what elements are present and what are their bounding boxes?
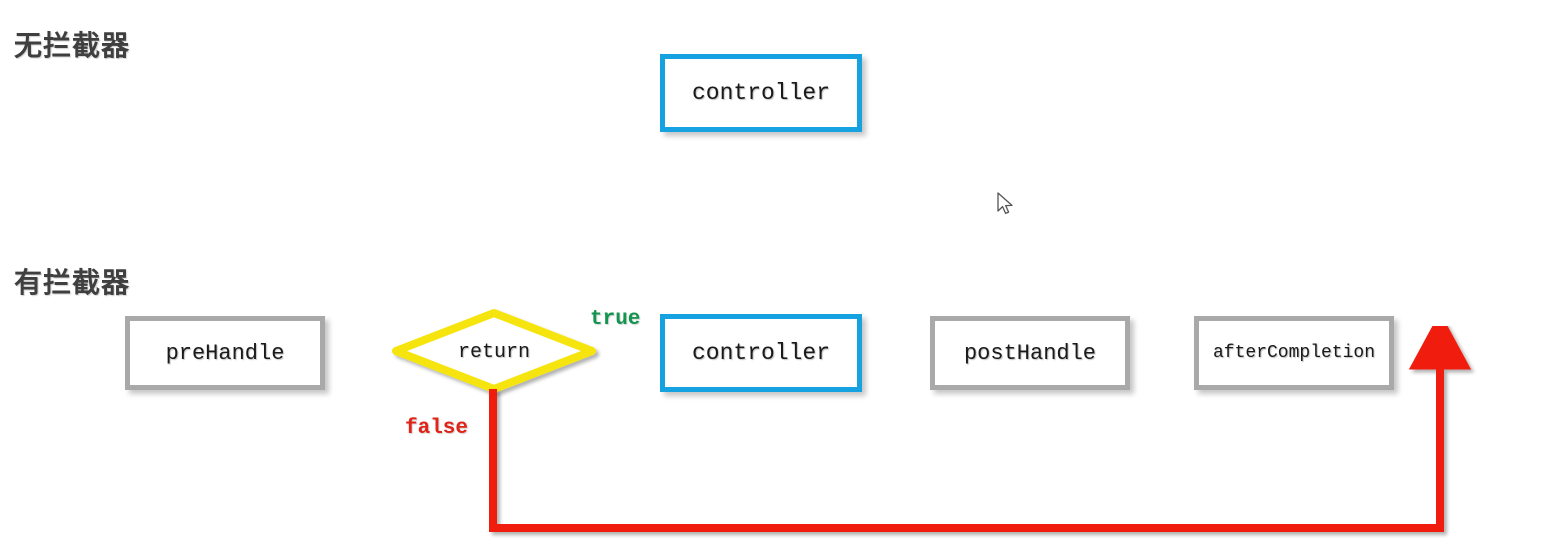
section-title-no-interceptor: 无拦截器 <box>14 30 131 61</box>
return-decision-label: return <box>457 341 530 364</box>
node-controller-bottom[interactable]: controller <box>660 314 862 392</box>
node-controller-top-label: controller <box>691 80 831 106</box>
node-prehandle-label: preHandle <box>165 340 285 366</box>
node-posthandle[interactable]: postHandle <box>930 316 1130 390</box>
node-aftercompletion[interactable]: afterCompletion <box>1194 316 1394 390</box>
node-controller-top[interactable]: controller <box>660 54 862 132</box>
edge-label-true: true <box>590 308 641 331</box>
node-aftercompletion-label: afterCompletion <box>1212 343 1376 363</box>
node-controller-bottom-label: controller <box>691 340 831 366</box>
node-prehandle[interactable]: preHandle <box>125 316 325 390</box>
mouse-cursor <box>997 192 1017 218</box>
return-decision-label-wrap: return <box>394 341 594 364</box>
edge-label-false: false <box>405 417 469 440</box>
node-posthandle-label: postHandle <box>963 340 1097 366</box>
section-title-with-interceptor: 有拦截器 <box>14 267 131 298</box>
